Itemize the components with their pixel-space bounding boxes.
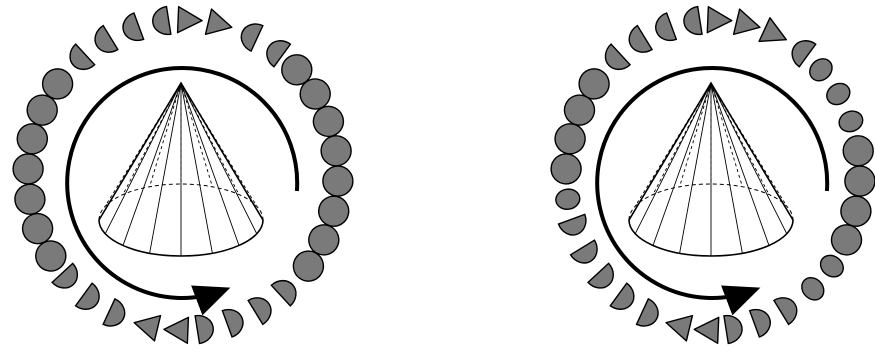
triangle-shape bbox=[205, 9, 234, 40]
semicircle-shape bbox=[248, 292, 276, 324]
semicircle-shape bbox=[750, 305, 775, 337]
semicircle-shape bbox=[64, 44, 95, 75]
circle-shape bbox=[841, 134, 875, 168]
semicircle-shape bbox=[151, 7, 171, 37]
semicircle-shape bbox=[599, 44, 630, 75]
ellipse-shape bbox=[823, 79, 854, 109]
semicircle-shape bbox=[786, 35, 815, 67]
semicircle-shape bbox=[610, 283, 639, 315]
circle-shape bbox=[551, 153, 582, 184]
triangle-shape bbox=[759, 18, 792, 52]
circle-shape bbox=[838, 193, 874, 229]
semicircle-shape bbox=[571, 240, 603, 268]
triangle-shape bbox=[163, 316, 188, 343]
circle-shape bbox=[14, 121, 50, 157]
semicircle-shape bbox=[76, 283, 105, 315]
circle-shape bbox=[319, 134, 353, 168]
circle-shape bbox=[322, 166, 353, 197]
circle-shape bbox=[552, 121, 588, 157]
semicircle-shape bbox=[624, 26, 652, 58]
ellipse-shape bbox=[554, 187, 581, 211]
right-panel bbox=[551, 7, 875, 344]
triangle-shape bbox=[663, 310, 692, 341]
semicircle-shape bbox=[724, 313, 744, 343]
semicircle-shape bbox=[222, 305, 247, 337]
semicircle-shape bbox=[237, 19, 263, 51]
circle-shape bbox=[13, 182, 47, 216]
triangle-shape bbox=[707, 7, 732, 34]
ellipse-shape bbox=[836, 108, 865, 135]
semicircle-shape bbox=[652, 13, 677, 45]
ellipse-shape bbox=[805, 54, 836, 85]
semicircle-shape bbox=[682, 7, 702, 37]
triangle-shape bbox=[694, 316, 719, 343]
semicircle-shape bbox=[559, 214, 591, 239]
triangle-shape bbox=[734, 9, 763, 40]
semicircle-shape bbox=[103, 299, 129, 331]
triangle-shape bbox=[178, 7, 203, 34]
semicircle-shape bbox=[119, 13, 144, 45]
semicircle-shape bbox=[637, 299, 663, 331]
left-panel bbox=[13, 7, 354, 344]
semicircle-shape bbox=[774, 292, 802, 324]
ellipse-shape bbox=[797, 273, 828, 304]
circle-shape bbox=[13, 153, 44, 184]
triangle-shape bbox=[131, 310, 160, 341]
semicircle-shape bbox=[90, 26, 118, 58]
circle-shape bbox=[844, 166, 875, 197]
semicircle-shape bbox=[195, 313, 215, 343]
ellipse-shape bbox=[816, 251, 847, 281]
cone-icon bbox=[629, 83, 793, 256]
semicircle-shape bbox=[271, 274, 302, 305]
circle-shape bbox=[316, 193, 352, 229]
semicircle-shape bbox=[588, 263, 619, 294]
cone-icon bbox=[99, 83, 263, 256]
